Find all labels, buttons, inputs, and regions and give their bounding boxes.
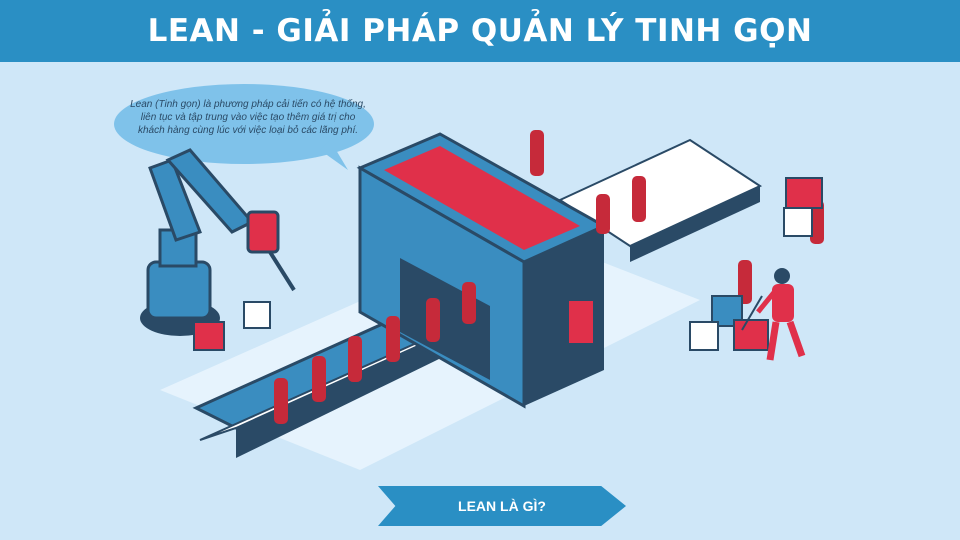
worker-figure — [741, 268, 806, 361]
factory-illustration — [114, 84, 824, 470]
boxes — [193, 177, 823, 351]
page-title: LEAN - GIẢI PHÁP QUẢN LÝ TINH GỌN — [147, 13, 813, 49]
bottles — [274, 130, 824, 424]
speech-bubble-text: Lean (Tinh gọn) là phương pháp cải tiến … — [130, 99, 366, 136]
lean-info-button[interactable]: LEAN LÀ GÌ? — [378, 486, 626, 526]
header-bar: LEAN - GIẢI PHÁP QUẢN LÝ TINH GỌN — [0, 0, 960, 62]
central-machine — [356, 132, 608, 409]
speech-bubble — [114, 84, 374, 170]
